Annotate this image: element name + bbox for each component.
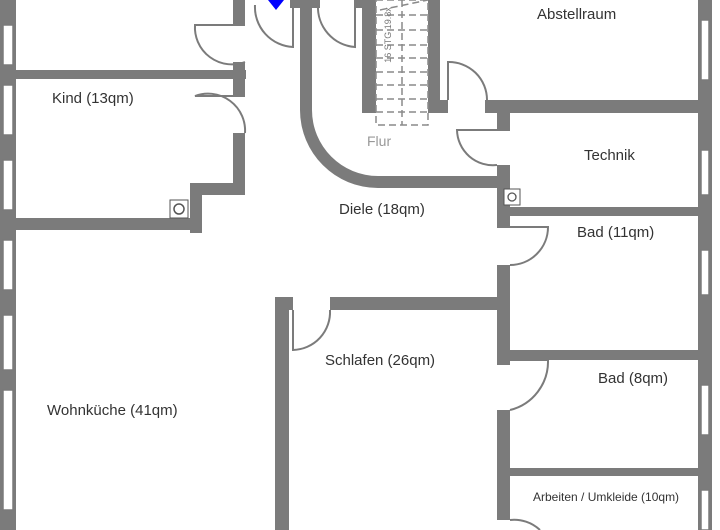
doors <box>193 0 550 530</box>
stairs <box>375 0 429 126</box>
room-label-diele: Diele (18qm) <box>339 201 425 218</box>
room-label-kind: Kind (13qm) <box>52 90 134 107</box>
room-label-wohnkueche: Wohnküche (41qm) <box>47 402 178 419</box>
location-marker-icon <box>268 0 284 10</box>
room-label-arbeiten: Arbeiten / Umkleide (10qm) <box>533 490 680 504</box>
stair-label: 16 STG 19.8x <box>382 7 393 63</box>
interior-walls <box>16 0 700 530</box>
room-label-bad-11: Bad (11qm) <box>577 224 655 241</box>
room-label-schlafen: Schlafen (26qm) <box>325 352 436 369</box>
room-label-abstellraum: Abstellraum <box>537 6 617 23</box>
socket-icon <box>169 188 521 219</box>
room-label-flur: Flur <box>367 133 392 149</box>
room-label-technik: Technik <box>584 147 635 164</box>
room-label-bad-8: Bad (8qm) <box>598 370 669 387</box>
